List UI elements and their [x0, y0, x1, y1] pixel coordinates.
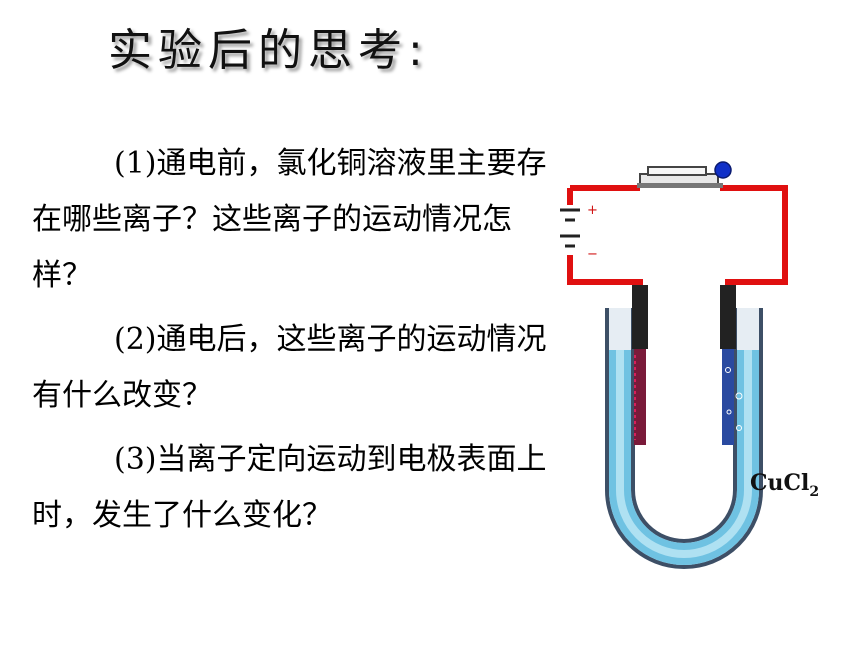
switch-icon	[637, 161, 732, 188]
electrolysis-apparatus: + − CuCl2	[559, 161, 819, 569]
u-tube	[605, 308, 763, 569]
battery-negative-label: −	[587, 247, 598, 262]
anode-electrode	[720, 285, 743, 445]
circuit-wire	[567, 185, 788, 295]
solution-label: CuCl2	[750, 470, 819, 500]
slide-title: 实验后的思考:	[108, 25, 429, 76]
cathode-electrode	[632, 285, 648, 445]
question-3: (3)当离子定向运动到电极表面上时，发生了什么变化？	[32, 442, 547, 533]
question-2: (2)通电后，这些离子的运动情况有什么改变？	[32, 322, 547, 413]
battery-icon: + −	[559, 203, 598, 262]
question-list: (1)通电前，氯化铜溶液里主要存在哪些离子？这些离子的运动情况怎样？ (2)通电…	[32, 136, 550, 552]
battery-positive-label: +	[587, 203, 598, 218]
question-1: (1)通电前，氯化铜溶液里主要存在哪些离子？这些离子的运动情况怎样？	[32, 146, 547, 293]
